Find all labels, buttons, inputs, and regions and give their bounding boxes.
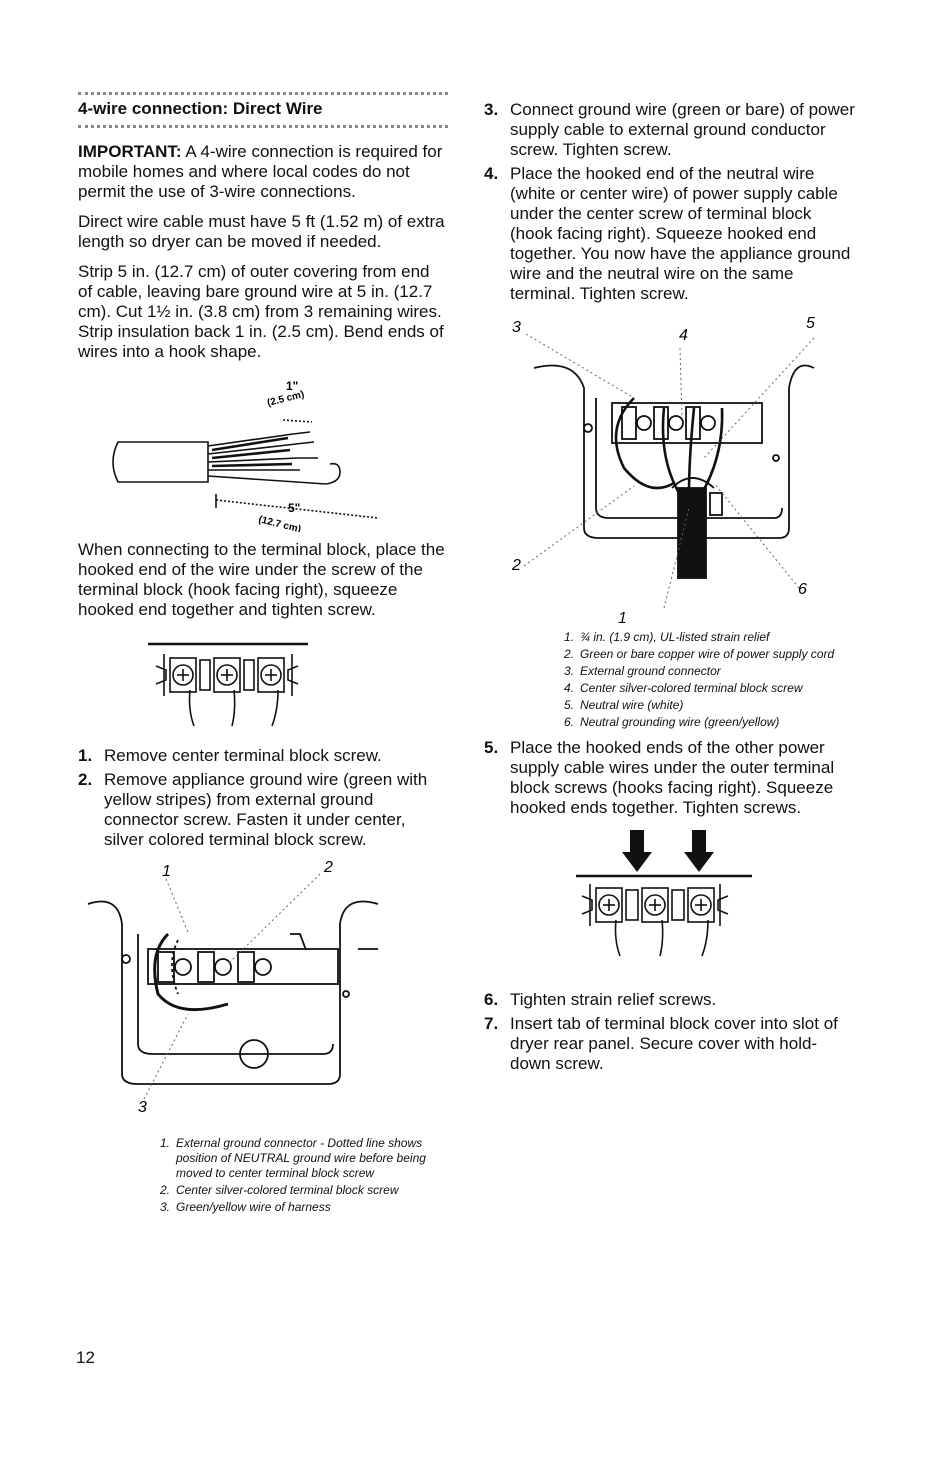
caption-item: 1. ¾ in. (1.9 cm), UL-listed strain relie… [564, 630, 854, 645]
caption-number: 4. [564, 681, 575, 695]
caption-number: 3. [564, 664, 575, 678]
caption-number: 2. [160, 1183, 171, 1197]
steps-list-right-top: 3. Connect ground wire (green or bare) of… [484, 100, 856, 304]
caption-item: 4. Center silver-colored terminal block s… [564, 681, 854, 696]
cable-label-5in: 5" [288, 501, 300, 515]
caption-text: Neutral wire (white) [580, 698, 684, 712]
page-number: 12 [76, 1348, 95, 1367]
left-figure-captions: 1. External ground connector - Dotted lin… [160, 1136, 432, 1215]
step-7: 7. Insert tab of terminal block cover int… [484, 1014, 856, 1074]
right-fig-callout-4: 4 [679, 327, 688, 344]
steps-list-right-middle: 5. Place the hooked ends of the other pow… [484, 738, 856, 818]
caption-text: Center silver-colored terminal block scr… [176, 1183, 399, 1197]
caption-number: 1. [160, 1136, 171, 1150]
caption-item: 2. Green or bare copper wire of power sup… [564, 647, 854, 662]
caption-item: 2. Center silver-colored terminal block s… [160, 1183, 432, 1198]
caption-text: External ground connector [580, 664, 721, 678]
step-text: Tighten strain relief screws. [510, 990, 717, 1009]
caption-number: 6. [564, 715, 575, 729]
right-column: 3. Connect ground wire (green or bare) of… [484, 100, 856, 1078]
steps-list-left: 1. Remove center terminal block screw. 2.… [78, 746, 448, 850]
neutral-wire-figure: 3 4 5 2 6 [511, 315, 815, 608]
caption-text: ¾ in. (1.9 cm), UL-listed strain relief [580, 630, 770, 644]
cable-label-1in: 1" [286, 379, 298, 393]
left-fig-callout-2: 2 [323, 859, 333, 876]
ground-wire-move-figure: 1 2 3 [87, 859, 379, 1114]
step-6: 6. Tighten strain relief screws. [484, 990, 856, 1010]
right-fig-callout-6: 6 [798, 581, 807, 598]
step-number: 5. [484, 738, 499, 757]
step-number: 2. [78, 770, 93, 789]
left-fig-callout-3: 3 [138, 1099, 147, 1114]
right-fig-callout-5: 5 [806, 315, 815, 332]
step-5: 5. Place the hooked ends of the other pow… [484, 738, 856, 818]
caption-item: 3. Green/yellow wire of harness [160, 1200, 432, 1215]
left-column: 4-wire connection: Direct Wire IMPORTANT… [78, 92, 448, 1217]
step-4: 4. Place the hooked end of the neutral wi… [484, 164, 856, 304]
step-number: 6. [484, 990, 499, 1009]
step-text: Insert tab of terminal block cover into … [510, 1014, 838, 1073]
step-text: Place the hooked ends of the other power… [510, 738, 835, 817]
right-figure-captions: 1 1. ¾ in. (1.9 cm), UL-listed strain rel… [564, 610, 854, 730]
right-fig-callout-2: 2 [511, 557, 521, 574]
step-number: 4. [484, 164, 499, 183]
steps-list-right-bottom: 6. Tighten strain relief screws. 7. Insert… [484, 990, 856, 1074]
important-label: IMPORTANT: [78, 142, 182, 161]
caption-item: 3. External ground connector [564, 664, 854, 679]
caption-text: Neutral grounding wire (green/yellow) [580, 715, 780, 729]
step-2: 2. Remove appliance ground wire (green wi… [78, 770, 448, 850]
caption-number: 1. [564, 630, 575, 644]
step-text: Remove appliance ground wire (green with… [104, 770, 428, 849]
step-1: 1. Remove center terminal block screw. [78, 746, 448, 766]
step-3: 3. Connect ground wire (green or bare) of… [484, 100, 856, 160]
stripped-cable-figure: 1" (2.5 cm) 5" (12.7 cm) [112, 379, 379, 532]
caption-text: Center silver-colored terminal block scr… [580, 681, 803, 695]
step-text: Remove center terminal block screw. [104, 746, 382, 765]
caption-text: External ground connector - Dotted line … [176, 1136, 426, 1180]
step-number: 7. [484, 1014, 499, 1033]
terminal-connection-paragraph: When connecting to the terminal block, p… [78, 540, 445, 619]
caption-number: 5. [564, 698, 575, 712]
caption-item: 6. Neutral grounding wire (green/yellow) [564, 715, 854, 730]
strip-cable-paragraph: Strip 5 in. (12.7 cm) of outer covering … [78, 262, 444, 361]
step-number: 3. [484, 100, 499, 119]
step-number: 1. [78, 746, 93, 765]
important-text: A 4-wire connection is required for mobi… [78, 142, 443, 201]
left-fig-callout-1: 1 [162, 863, 171, 880]
cable-label-12-7cm: (12.7 cm) [257, 514, 302, 532]
caption-text: Green or bare copper wire of power suppl… [580, 647, 835, 661]
caption-item: 5. Neutral wire (white) [564, 698, 854, 713]
caption-number: 3. [160, 1200, 171, 1214]
step-text: Place the hooked end of the neutral wire… [510, 164, 851, 303]
right-fig-callout-1: 1 [618, 610, 627, 627]
section-title: 4-wire connection: Direct Wire [78, 92, 448, 128]
important-note: IMPORTANT: A 4-wire connection is requir… [78, 142, 448, 202]
right-fig-callout-3: 3 [512, 319, 521, 336]
caption-number: 2. [564, 647, 575, 661]
terminal-block-figure [148, 642, 308, 727]
step-text: Connect ground wire (green or bare) of p… [510, 100, 855, 159]
cable-length-paragraph: Direct wire cable must have 5 ft (1.52 m… [78, 212, 445, 251]
terminal-block-arrows-figure [576, 830, 752, 957]
caption-text: Green/yellow wire of harness [176, 1200, 331, 1214]
caption-item: 1. External ground connector - Dotted lin… [160, 1136, 432, 1181]
